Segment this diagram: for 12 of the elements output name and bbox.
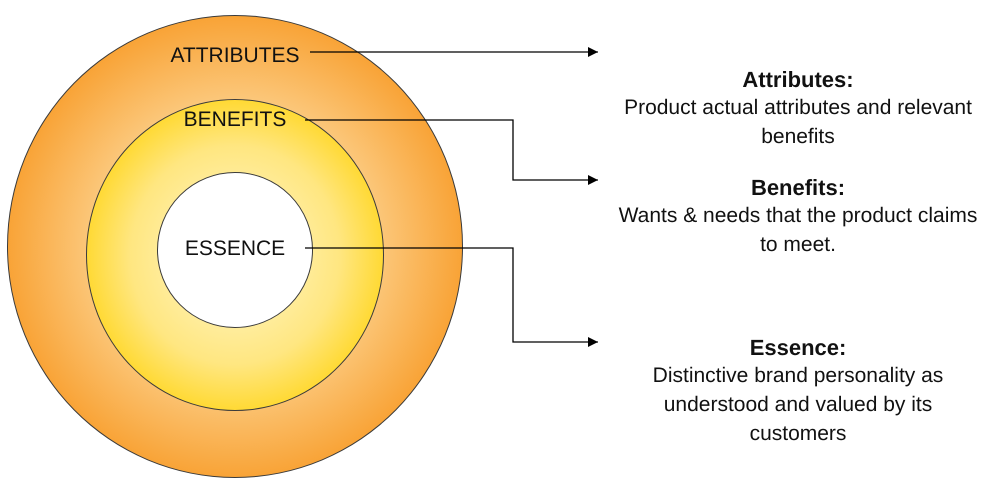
arrow <box>310 47 598 57</box>
ring-label: BENEFITS <box>184 108 286 131</box>
arrow <box>305 247 598 347</box>
description-heading: Attributes: <box>742 66 854 93</box>
ring-label: ESSENCE <box>184 237 286 260</box>
description-heading: Benefits: <box>750 174 846 201</box>
arrow <box>305 119 598 185</box>
ring-label: ATTRIBUTES <box>170 44 300 67</box>
description-text: Wants & needs that the product claims to meet. <box>618 203 978 258</box>
description-text: Product actual attributes and relevant benefits <box>623 95 973 150</box>
description-heading: Essence: <box>750 334 846 361</box>
description-text: Distinctive brand personality as understood and valued by its customers <box>652 363 944 447</box>
